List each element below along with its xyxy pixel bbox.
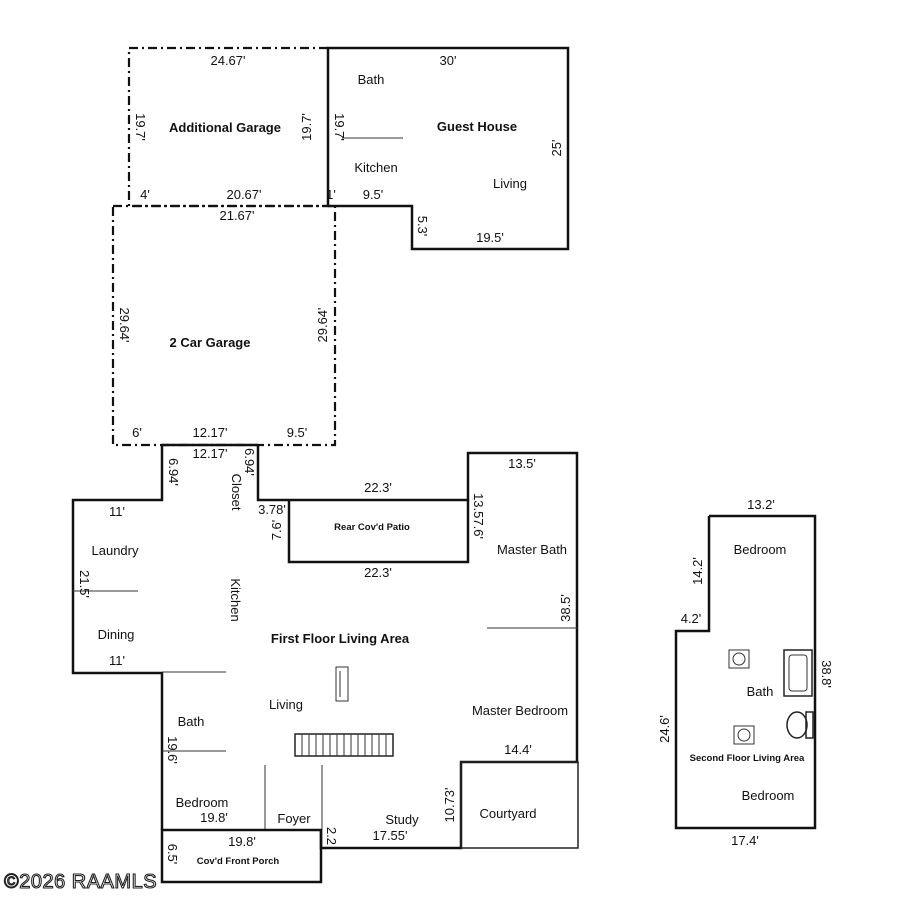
sink-lower-icon (733, 725, 755, 745)
first-floor-east-wall (256, 445, 579, 850)
first-floor-label: First Floor Living Area (271, 631, 410, 646)
dim-sf-step: 4.2' (681, 611, 702, 626)
master-bedroom-label: Master Bedroom (472, 703, 568, 718)
guest-house-outline (326, 46, 570, 251)
dim-study-bottom: 17.55' (372, 828, 407, 843)
bathtub-icon (783, 649, 813, 697)
guest-house-label: Guest House (437, 119, 517, 134)
dim-sf-bottom: 17.4' (731, 833, 759, 848)
dim-sf-right: 38.8' (819, 660, 834, 688)
dim-cg-left: 29.64' (117, 307, 132, 342)
dim-cg-bottom-95: 9.5' (287, 425, 308, 440)
dim-ff-left: 21.5' (77, 570, 92, 598)
dim-ff-neck-left: 6.94' (166, 458, 181, 486)
dim-gh-step: 5.3' (415, 216, 430, 237)
dim-cg-right: 29.64' (315, 307, 330, 342)
sink-lower-basin (737, 728, 751, 742)
sf-bath-label: Bath (747, 684, 774, 699)
first-floor: Rear Cov'd Patio Courtyard (71, 443, 579, 884)
dim-patio-top: 22.3' (364, 480, 392, 495)
guest-house: Guest House Bath Kitchen Living 30' 19.7… (326, 46, 570, 251)
dim-sf-top: 13.2' (747, 497, 775, 512)
dim-gh-top: 30' (440, 53, 457, 68)
dim-cg-bottom-6: 6' (132, 425, 142, 440)
dim-porch-top: 19.8' (228, 834, 256, 849)
closet-label: Closet (229, 474, 244, 511)
dining-label: Dining (98, 627, 135, 642)
dim-gh-right: 25' (549, 140, 564, 157)
bath-label: Bath (178, 714, 205, 729)
bathtub-inner (788, 654, 808, 692)
rear-patio-outline (287, 500, 470, 564)
toilet-tank (805, 711, 814, 739)
dim-bath-left: 19.6' (165, 736, 180, 764)
study-label: Study (385, 812, 419, 827)
dim-ff-laundry-top: 11' (109, 504, 125, 519)
dim-ag-bottom-main: 20.67' (226, 187, 261, 202)
sf-bedroom-top-label: Bedroom (734, 542, 787, 557)
dim-ff-dining-bottom: 11' (109, 653, 125, 668)
dim-gh-bottom: 19.5' (476, 230, 504, 245)
first-floor-west-wall (71, 445, 164, 830)
dim-ag-right: 19.7' (299, 113, 314, 141)
guest-bath-label: Bath (358, 72, 385, 87)
dim-patio-right: 13.57.6' (471, 493, 486, 539)
dim-mbed-bottom: 14.4' (504, 742, 532, 757)
dim-patio-bottom: 22.3' (364, 565, 392, 580)
dim-porch-left: 6.5' (165, 844, 180, 865)
dim-ff-378: 3.78' (258, 502, 286, 517)
second-floor: Bedroom Bath Second Floor Living Area Be… (657, 497, 834, 848)
additional-garage: Additional Garage 24.67' 19.7' 19.7' 4' … (127, 46, 336, 208)
bedroom-label: Bedroom (176, 795, 229, 810)
additional-garage-label: Additional Garage (169, 120, 281, 135)
dim-ag-top: 24.67' (210, 53, 245, 68)
kitchen-label: Kitchen (228, 578, 243, 621)
master-bath-label: Master Bath (497, 542, 567, 557)
rear-patio-label: Rear Cov'd Patio (334, 522, 410, 533)
courtyard-outline (460, 761, 579, 849)
staircase (294, 733, 394, 757)
second-floor-label: Second Floor Living Area (690, 753, 805, 764)
guest-living-label: Living (493, 176, 527, 191)
dim-ff-right: 38.5' (558, 594, 573, 622)
two-car-garage: 2 Car Garage 21.67' 29.64' 29.64' 6' 12.… (111, 204, 337, 447)
living-label: Living (269, 697, 303, 712)
dim-ag-bottom-4: 4' (140, 187, 150, 202)
guest-kitchen-label: Kitchen (354, 160, 397, 175)
dim-foyer-22: 2.2 (324, 827, 339, 845)
sink-upper-basin (732, 652, 746, 666)
front-porch-label: Cov'd Front Porch (197, 856, 280, 867)
two-car-garage-outline (111, 204, 337, 447)
dim-sf-left-upper: 14.2' (690, 557, 705, 585)
dim-ag-bottom-1: 1' (326, 187, 336, 202)
dim-mb-top: 13.5' (508, 456, 536, 471)
dim-cg-top: 21.67' (219, 208, 254, 223)
dim-ff-neck-right: 6.94' (242, 448, 257, 476)
kitchen-island (335, 666, 349, 702)
dim-sf-left: 24.6' (657, 715, 672, 743)
dim-ag-left: 19.7' (133, 113, 148, 141)
dim-gh-bottom-left: 9.5' (363, 187, 384, 202)
toilet-icon (786, 711, 808, 739)
dim-cg-bottom-main: 12.17' (192, 425, 227, 440)
foyer-label: Foyer (277, 811, 311, 826)
dim-courtyard-left: 10.73' (442, 787, 457, 822)
sink-upper-icon (728, 649, 750, 669)
dim-gh-left: 19.7' (332, 113, 347, 141)
dim-ff-top-neck: 12.17' (192, 446, 227, 461)
two-car-garage-label: 2 Car Garage (170, 335, 251, 350)
front-porch-outline (160, 828, 323, 884)
dim-ff-76: 7.6' (269, 520, 284, 541)
courtyard-label: Courtyard (479, 806, 536, 821)
laundry-label: Laundry (92, 543, 139, 558)
sf-bedroom-bottom-label: Bedroom (742, 788, 795, 803)
copyright-watermark: ©2026 RAAMLS (3, 870, 158, 893)
second-floor-outline (674, 514, 817, 830)
dim-bed-bottom: 19.8' (200, 810, 228, 825)
